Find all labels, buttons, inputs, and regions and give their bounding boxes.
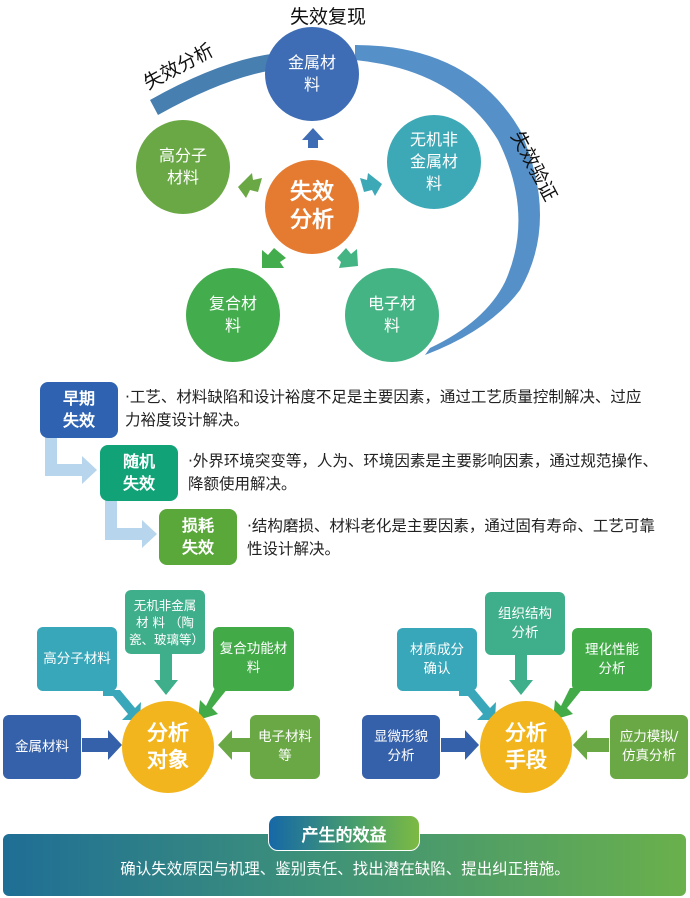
method-arrow-stress bbox=[573, 730, 609, 760]
node-inorganic: 无机非 金属材 料 bbox=[387, 115, 481, 209]
stage-random-text: ·外界环境突变等，人为、环境因素是主要影响因素，通过规范操作、降额使用解决。 bbox=[188, 452, 658, 493]
object-polymer: 高分子材料 bbox=[37, 627, 117, 691]
method-stress-sim: 应力模拟/ 仿真分析 bbox=[610, 715, 688, 779]
object-electronic: 电子材料等 bbox=[250, 715, 320, 779]
method-morphology: 显微形貌 分析 bbox=[362, 715, 440, 779]
cycle-diagram bbox=[150, 45, 540, 355]
object-composite: 复合功能材 料 bbox=[213, 627, 294, 691]
objects-arrows bbox=[82, 648, 252, 760]
arrow-upright bbox=[360, 173, 382, 196]
objects-center: 分析 对象 bbox=[122, 701, 214, 793]
methods-arrows bbox=[441, 648, 609, 760]
stage-connectors bbox=[45, 436, 157, 548]
obj-arrow-metal bbox=[82, 730, 122, 760]
node-center-failure-analysis: 失效 分析 bbox=[265, 160, 359, 254]
obj-arrow-inorganic bbox=[154, 648, 178, 695]
object-inorganic: 无机非金属 材 料 （陶 瓷、玻璃等） bbox=[125, 590, 205, 654]
stage-early-text: ·工艺、材料缺陷和设计裕度不足是主要因素，通过工艺质量控制解决、过应力裕度设计解… bbox=[125, 388, 642, 429]
method-structure: 组织结构 分析 bbox=[485, 592, 565, 655]
stage-early-box: 早期 失效 bbox=[40, 382, 118, 438]
node-electronic: 电子材 料 bbox=[345, 268, 439, 362]
arrow-downright bbox=[337, 248, 358, 268]
method-arrow-composition bbox=[459, 690, 496, 720]
arrow-downleft bbox=[262, 248, 286, 268]
method-physchem: 理化性能 分析 bbox=[572, 628, 652, 691]
node-polymer: 高分子 材料 bbox=[136, 120, 230, 214]
stage-wearout-text: ·结构磨损、材料老化是主要因素，通过固有寿命、工艺可靠性设计解决。 bbox=[247, 517, 655, 558]
method-arrow-physchem bbox=[553, 688, 583, 720]
arc-label-reproduce: 失效复现 bbox=[290, 6, 367, 28]
node-metal: 金属材 料 bbox=[265, 27, 359, 121]
stage-arrow-2 bbox=[105, 500, 157, 548]
methods-center: 分析 手段 bbox=[480, 701, 572, 793]
obj-arrow-polymer bbox=[103, 690, 141, 720]
benefit-title: 产生的效益 bbox=[268, 815, 420, 851]
object-metal: 金属材料 bbox=[3, 715, 81, 779]
benefit-text: 确认失效原因与机理、鉴别责任、找出潜在缺陷、提出纠正措施。 bbox=[120, 860, 570, 878]
obj-arrow-electronic bbox=[218, 730, 252, 760]
arrow-upleft bbox=[238, 173, 262, 198]
stage-wearout-box: 损耗 失效 bbox=[159, 509, 237, 565]
obj-arrow-composite bbox=[198, 688, 228, 720]
node-composite: 复合材 料 bbox=[186, 268, 280, 362]
cycle-arc-right bbox=[355, 45, 540, 355]
method-composition: 材质成分 确认 bbox=[397, 628, 477, 691]
arrow-up bbox=[302, 128, 324, 148]
cycle-arc bbox=[150, 52, 290, 115]
stage-random-box: 随机 失效 bbox=[100, 445, 178, 501]
method-arrow-morphology bbox=[441, 730, 479, 760]
method-arrow-structure bbox=[509, 648, 533, 695]
stage-arrow-1 bbox=[45, 436, 97, 484]
